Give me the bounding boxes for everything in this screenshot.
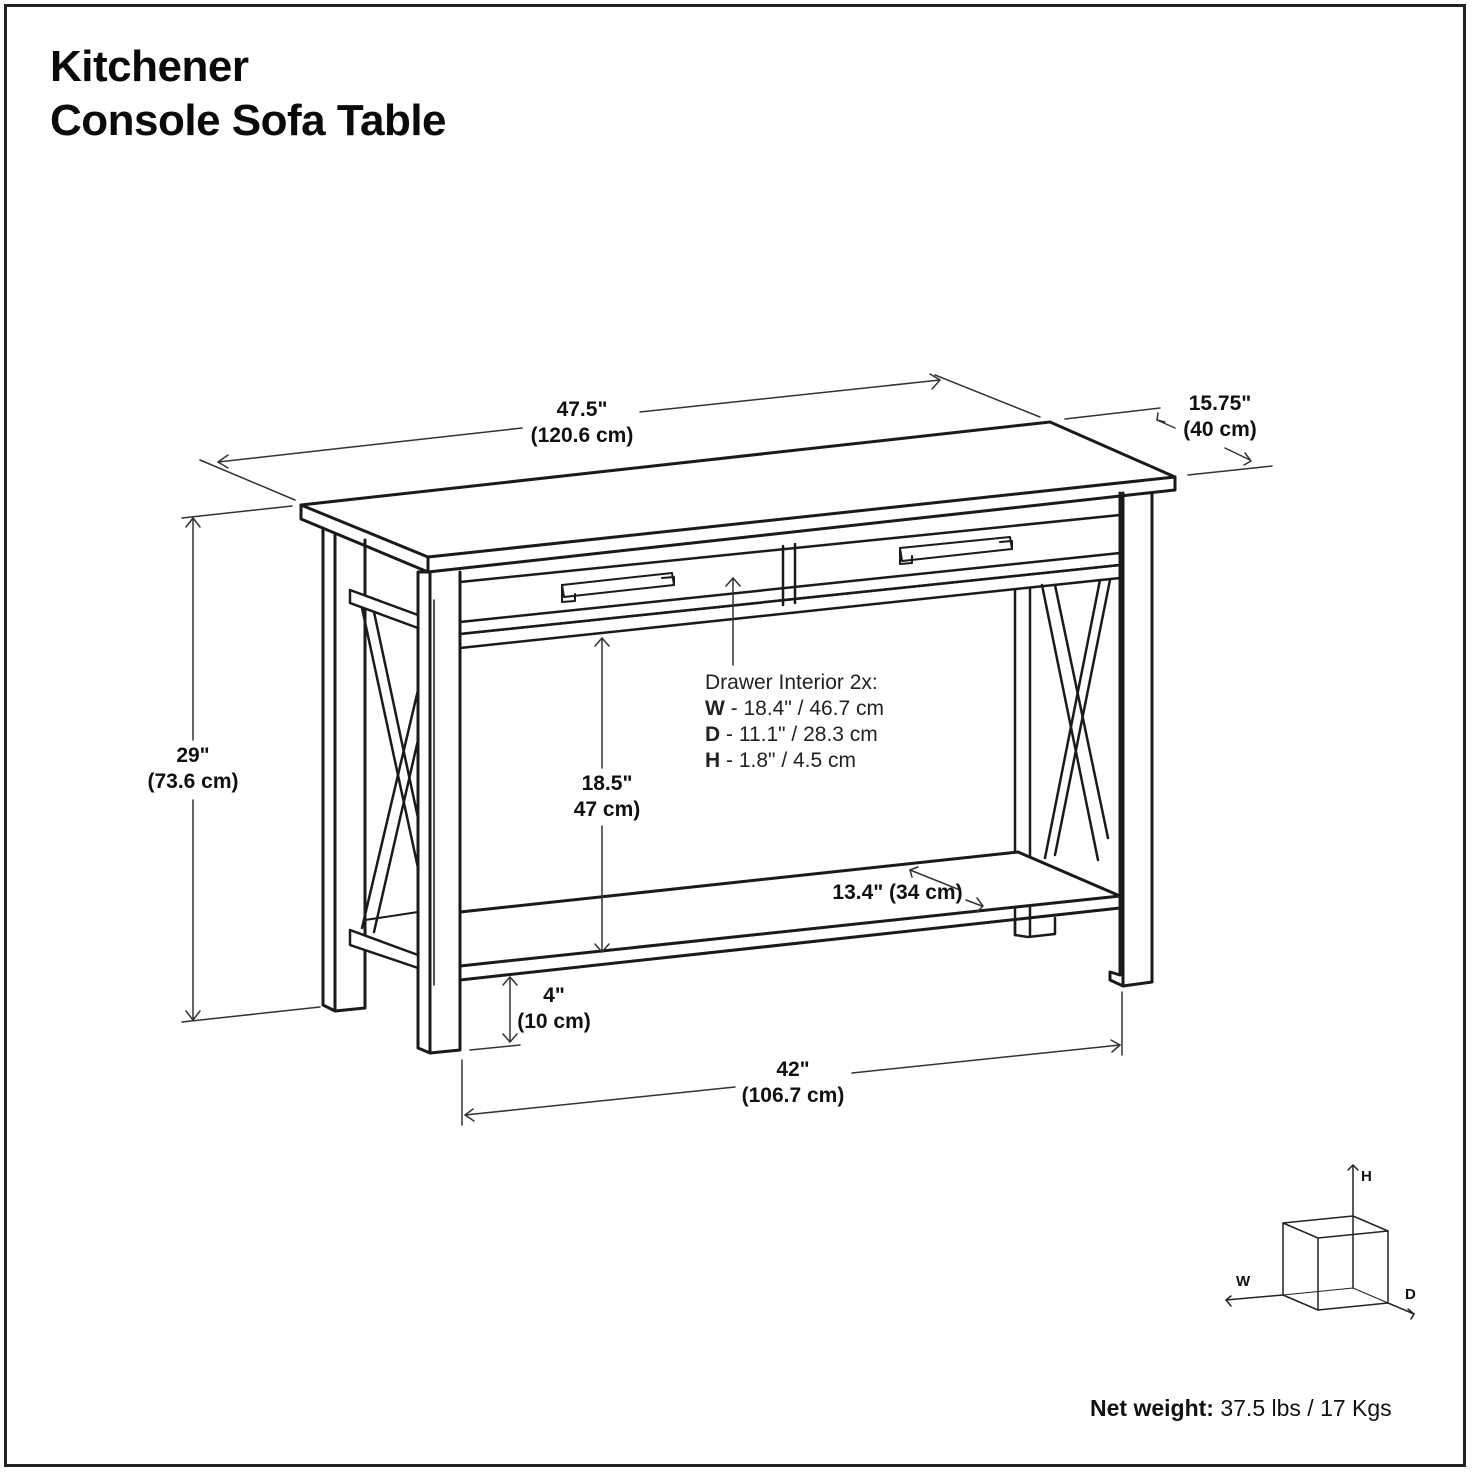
drawer-interior-row-height: H - 1.8" / 4.5 cm xyxy=(705,748,884,774)
net-weight-label: Net weight: xyxy=(1090,1395,1214,1421)
dimension-lines xyxy=(181,373,1273,1126)
dimension-value-metric: 47 cm) xyxy=(573,798,641,821)
dimension-value-metric: (106.7 cm) xyxy=(741,1084,845,1107)
dimension-value-metric: (40 cm) xyxy=(1183,418,1257,441)
dimension-label-overall-depth: 15.75" (40 cm) xyxy=(1170,391,1270,443)
dimension-value-metric: (73.6 cm) xyxy=(147,770,239,793)
spec-value: - 18.4" / 46.7 cm xyxy=(724,697,885,720)
drawer-interior-row-depth: D - 11.1" / 28.3 cm xyxy=(705,722,884,748)
drawer-interior-specs: Drawer Interior 2x: W - 18.4" / 46.7 cm … xyxy=(705,670,884,774)
net-weight: Net weight: 37.5 lbs / 17 Kgs xyxy=(1090,1395,1392,1422)
leg-back-left xyxy=(321,528,367,1013)
right-side-x-brace xyxy=(1013,578,1112,939)
dimension-label-shelf-clearance: 18.5" 47 cm) xyxy=(562,771,652,823)
dimension-value-imperial: 18.5" xyxy=(581,772,633,795)
axis-label-depth: D xyxy=(1405,1286,1416,1303)
left-side-x-brace xyxy=(348,588,420,970)
axis-label-width: W xyxy=(1236,1273,1251,1290)
title-line-product-name: Kitchener xyxy=(50,42,249,91)
drawer-interior-heading: Drawer Interior 2x: xyxy=(705,671,878,694)
dimension-value: 13.4" (34 cm) xyxy=(832,881,963,904)
drawer-handle-right xyxy=(899,536,1013,565)
leg-front-left xyxy=(416,570,462,1055)
diagram-frame xyxy=(4,4,1466,1467)
spec-key: H xyxy=(705,749,721,772)
dimension-value-imperial: 29" xyxy=(176,744,210,767)
net-weight-value: 37.5 lbs / 17 Kgs xyxy=(1213,1395,1392,1421)
dimension-value-imperial: 15.75" xyxy=(1188,392,1252,415)
dimension-value-imperial: 42" xyxy=(776,1058,810,1081)
axis-label-height: H xyxy=(1361,1168,1372,1185)
dimension-label-overall-height: 29" (73.6 cm) xyxy=(138,743,248,795)
spec-value: - 11.1" / 28.3 cm xyxy=(720,723,878,746)
dimension-value-imperial: 47.5" xyxy=(556,398,608,421)
spec-key: D xyxy=(705,723,721,746)
lower-shelf xyxy=(458,850,1122,982)
axis-legend-cube-icon xyxy=(1225,1164,1415,1320)
drawer-interior-row-width: W - 18.4" / 46.7 cm xyxy=(705,696,884,722)
dimension-value-metric: (10 cm) xyxy=(517,1010,591,1033)
dimension-value-imperial: 4" xyxy=(543,984,565,1007)
title-line-product-type: Console Sofa Table xyxy=(50,96,447,145)
drawer-handle-left xyxy=(561,572,675,603)
dimension-label-floor-clearance: 4" (10 cm) xyxy=(510,983,598,1035)
leg-front-right xyxy=(1108,491,1154,988)
dimension-label-leg-span: 42" (106.7 cm) xyxy=(735,1057,851,1109)
dimension-label-shelf-depth: 13.4" (34 cm) xyxy=(825,880,970,906)
table-top xyxy=(299,420,1177,574)
spec-value: - 1.8" / 4.5 cm xyxy=(720,749,857,772)
dimension-value-metric: (120.6 cm) xyxy=(530,424,634,447)
spec-key: W xyxy=(705,697,725,720)
dimension-label-overall-width: 47.5" (120.6 cm) xyxy=(520,397,644,449)
page-title: Kitchener Console Sofa Table xyxy=(50,40,447,148)
